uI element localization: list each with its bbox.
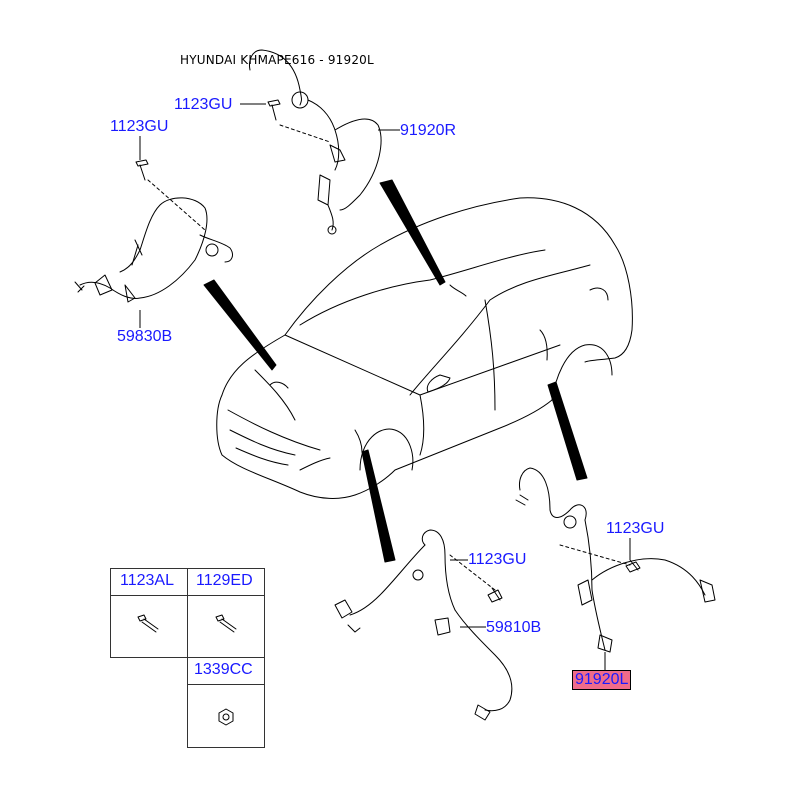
callout-1123gu-right[interactable]: 1123GU <box>606 520 665 537</box>
callout-1123gu-top[interactable]: 1123GU <box>174 96 233 113</box>
diagram-title: HYUNDAI KHMAPE616 - 91920L <box>180 53 374 67</box>
sensor-91920r <box>249 49 382 235</box>
callout-1123gu-left[interactable]: 1123GU <box>110 118 169 135</box>
callout-59810b[interactable]: 59810B <box>486 619 542 636</box>
car-illustration <box>216 197 633 499</box>
parts-table-image-cell-2 <box>187 595 265 658</box>
part-label-1339cc[interactable]: 1339CC <box>194 661 253 678</box>
sensor-91920l <box>515 467 716 653</box>
sensor-59810b <box>334 529 513 721</box>
callout-91920r[interactable]: 91920R <box>400 122 457 139</box>
parts-table-image-cell-1 <box>110 595 188 658</box>
part-icon-bolt-1123al <box>137 614 159 633</box>
callout-59830b[interactable]: 59830B <box>117 328 173 345</box>
sensor-59830b <box>74 159 233 303</box>
part-icon-nut-1339cc <box>218 708 234 726</box>
part-label-1123al[interactable]: 1123AL <box>120 572 174 589</box>
parts-table-image-cell-3 <box>187 684 265 748</box>
part-icon-bolt-1129ed <box>215 614 237 633</box>
callout-91920l-highlighted[interactable]: 91920L <box>572 670 632 690</box>
part-label-1129ed[interactable]: 1129ED <box>196 572 253 589</box>
pointer-wedges <box>203 179 588 563</box>
callout-1123gu-mid[interactable]: 1123GU <box>468 551 527 568</box>
